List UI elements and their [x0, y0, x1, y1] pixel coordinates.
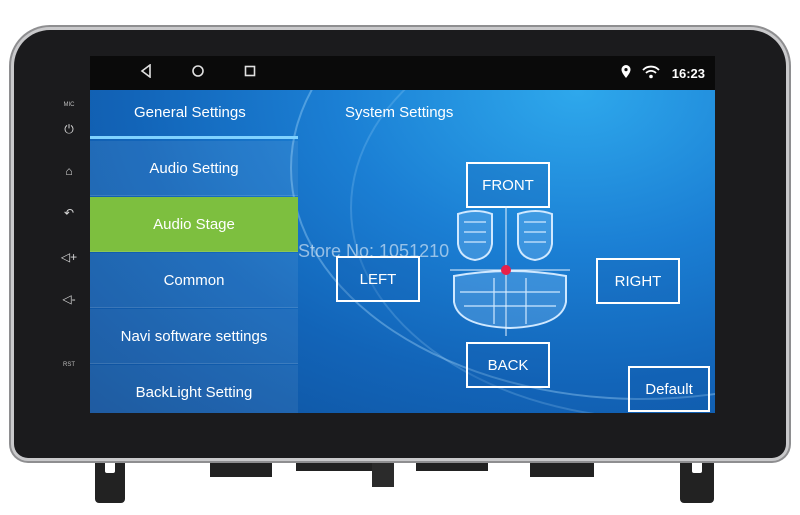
- menu-item-navi-software-settings[interactable]: Navi software settings: [90, 309, 298, 364]
- rst-label: RST: [63, 362, 75, 368]
- right-button[interactable]: RIGHT: [596, 258, 680, 304]
- menu-item-label: Navi software settings: [120, 327, 268, 345]
- menu-item-audio-setting[interactable]: Audio Setting: [90, 141, 298, 196]
- clock: 16:23: [671, 66, 705, 82]
- status-bar: 16:23: [90, 56, 715, 90]
- menu-item-label: Audio Stage: [153, 215, 235, 233]
- screen: 16:23 General Settings System Settings A…: [90, 56, 715, 413]
- tab-general-settings[interactable]: General Settings: [134, 104, 246, 121]
- default-button[interactable]: Default: [628, 366, 710, 412]
- back-icon[interactable]: [136, 63, 156, 81]
- settings-menu: Audio Setting Audio Stage Common Navi so…: [90, 141, 298, 413]
- menu-item-label: BackLight Setting: [135, 383, 253, 401]
- volume-up-icon[interactable]: ◁+: [60, 250, 78, 264]
- side-keys: MIC ⏻ ⌂ ↶ ◁+ ◁- RST: [56, 100, 82, 380]
- front-button[interactable]: FRONT: [466, 162, 550, 208]
- home-icon[interactable]: [188, 64, 208, 81]
- menu-item-audio-stage[interactable]: Audio Stage: [90, 197, 298, 252]
- status-area: 16:23: [621, 65, 705, 83]
- sound-focus-marker[interactable]: [501, 265, 511, 275]
- power-icon[interactable]: ⏻: [64, 122, 74, 136]
- left-button[interactable]: LEFT: [336, 256, 420, 302]
- menu-item-label: Audio Setting: [149, 159, 239, 177]
- tab-selected-indicator: [90, 136, 298, 139]
- menu-item-label: Common: [163, 271, 225, 289]
- location-icon: [621, 65, 631, 82]
- back-icon[interactable]: ↶: [63, 206, 75, 220]
- seat-diagram[interactable]: [450, 206, 570, 336]
- watermark: Store No: 1051210: [298, 241, 450, 261]
- back-button[interactable]: BACK: [466, 342, 550, 388]
- mic-label: MIC: [63, 102, 75, 108]
- home-icon[interactable]: ⌂: [65, 164, 73, 178]
- menu-item-common[interactable]: Common: [90, 253, 298, 308]
- tab-bar: General Settings System Settings: [90, 90, 715, 138]
- menu-item-backlight-setting[interactable]: BackLight Setting: [90, 365, 298, 413]
- volume-down-icon[interactable]: ◁-: [62, 292, 76, 306]
- recents-icon[interactable]: [240, 64, 260, 80]
- wifi-icon: [642, 65, 660, 82]
- tab-system-settings[interactable]: System Settings: [345, 104, 454, 121]
